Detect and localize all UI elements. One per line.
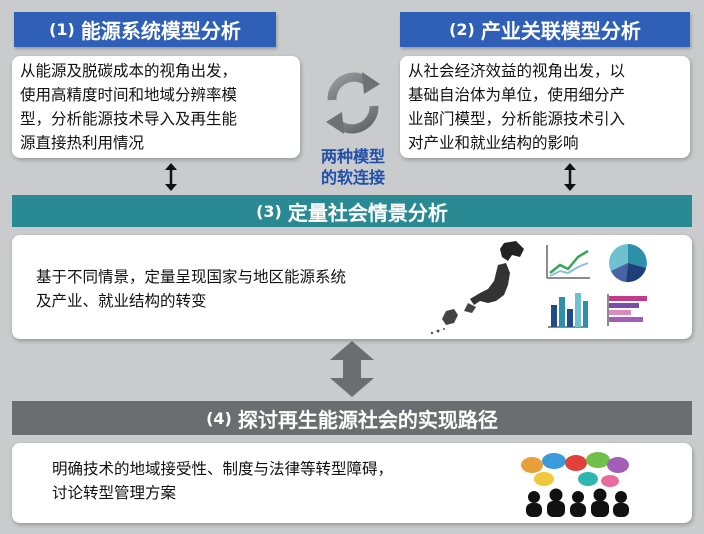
section4-title: 探讨再生能源社会的实现路径 [237, 407, 498, 432]
section3-line: 基于不同情景，定量呈现国家与地区能源系统 [36, 268, 347, 286]
section3-box: 基于不同情景，定量呈现国家与地区能源系统 及产业、就业结构的转变 [12, 235, 692, 339]
japan-map-icon [430, 241, 524, 335]
section4-line: 明确技术的地域接受性、制度与法律等转型障碍， [52, 460, 394, 478]
model2-description: 从社会经济效益的视角出发，以 基础自治体为单位，使用细分产 业部门模型，分析能源… [400, 56, 690, 158]
model1-line: 使用高精度时间和地域分辨率模 [20, 86, 238, 104]
bar-chart-icon [548, 293, 588, 328]
discussion-group-icon [521, 452, 629, 517]
model2-line: 对产业和就业结构的影响 [408, 134, 579, 152]
section3-header: (3) 定量社会情景分析 [12, 195, 692, 227]
section4-description: 明确技术的地域接受性、制度与法律等转型障碍， 讨论转型管理方案 [52, 457, 393, 505]
section4-number: (4) [206, 408, 232, 428]
model2-line: 业部门模型，分析能源技术引入 [408, 110, 626, 128]
line-chart-icon [546, 245, 590, 279]
section3-number: (3) [256, 201, 282, 221]
section4-box: 明确技术的地域接受性、制度与法律等转型障碍， 讨论转型管理方案 [12, 443, 692, 523]
model1-header: (1) 能源系统模型分析 [14, 12, 276, 47]
soft-link-line: 的软连接 [320, 168, 385, 187]
section3-line: 及产业、就业结构的转变 [36, 292, 207, 310]
model1-description: 从能源及脱碳成本的视角出发， 使用高精度时间和地域分辨率模 型，分析能源技术导入… [12, 56, 300, 158]
model1-title: 能源系统模型分析 [80, 19, 241, 43]
model1-line: 型，分析能源技术导入及再生能 [20, 110, 238, 128]
double-arrow-icon [165, 163, 177, 191]
model2-line: 基础自治体为单位，使用细分产 [408, 86, 626, 104]
model2-line: 从社会经济效益的视角出发，以 [408, 62, 626, 80]
section4-header: (4) 探讨再生能源社会的实现路径 [12, 401, 692, 435]
soft-link-label: 两种模型 的软连接 [300, 146, 406, 188]
section3-title: 定量社会情景分析 [287, 200, 448, 225]
model2-title: 产业关联模型分析 [480, 19, 641, 43]
soft-link-line: 两种模型 [320, 147, 385, 166]
double-arrow-icon [564, 163, 576, 191]
cycle-arrows-icon [326, 72, 380, 134]
model2-header: (2) 产业关联模型分析 [400, 12, 690, 47]
model1-line: 从能源及脱碳成本的视角出发， [20, 62, 238, 80]
section3-description: 基于不同情景，定量呈现国家与地区能源系统 及产业、就业结构的转变 [36, 265, 346, 313]
model1-line: 源直接热利用情况 [20, 134, 145, 152]
model2-number: (2) [449, 20, 475, 39]
horizontal-bar-chart-icon [607, 294, 647, 326]
pie-chart-icon [609, 244, 647, 283]
model1-number: (1) [49, 20, 75, 39]
section4-line: 讨论转型管理方案 [52, 484, 177, 502]
large-double-arrow-icon [330, 341, 374, 397]
